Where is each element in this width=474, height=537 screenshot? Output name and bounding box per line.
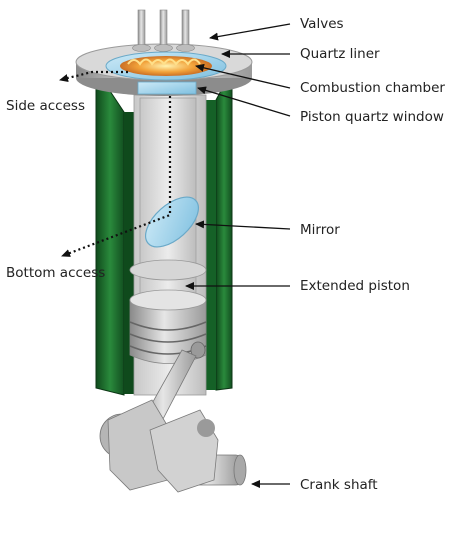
label-mirror: Mirror (300, 222, 340, 238)
crank-shaft (99, 349, 247, 493)
label-combustion-chamber: Combustion chamber (300, 80, 445, 96)
dotted-arrow-icon (59, 70, 128, 82)
label-piston-quartz-window: Piston quartz window (300, 109, 444, 125)
arrow-icon (197, 86, 291, 117)
valves (132, 9, 195, 52)
arrow-icon (195, 220, 291, 230)
leader-arrows (185, 23, 291, 488)
mirror (145, 196, 199, 248)
piston-quartz-window (137, 81, 197, 95)
label-crank-shaft: Crank shaft (300, 477, 378, 493)
label-quartz-liner: Quartz liner (300, 46, 380, 62)
combustion-chamber (105, 51, 227, 95)
labels: Valves Quartz liner Combustion chamber P… (6, 16, 445, 493)
arrow-icon (209, 23, 291, 41)
label-valves: Valves (300, 16, 344, 32)
label-bottom-access: Bottom access (6, 265, 105, 281)
side-access-path (59, 70, 128, 82)
dotted-arrow-icon (61, 96, 172, 258)
label-side-access: Side access (6, 98, 85, 114)
arrow-icon (195, 63, 291, 89)
label-extended-piston: Extended piston (300, 278, 410, 294)
bottom-access-path (61, 96, 172, 258)
